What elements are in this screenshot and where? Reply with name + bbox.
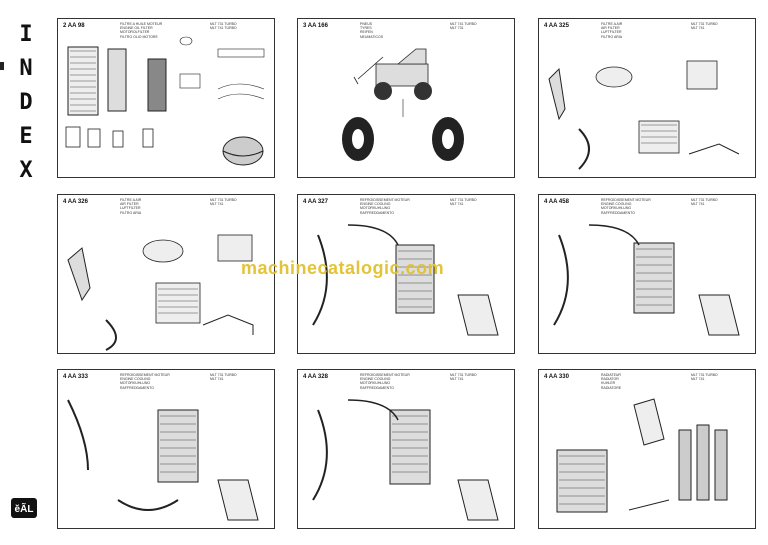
index-letter-1: I — [19, 22, 33, 47]
parts-drawing — [556, 398, 728, 513]
index-column: I N D E X ĕÃL — [0, 0, 50, 545]
manufacturer-logo-icon: ĕÃL — [11, 498, 37, 518]
watermark-text: machinecatalogic.com — [241, 258, 445, 278]
parts-drawing — [553, 224, 740, 336]
page-code: 4 AA 330 — [544, 374, 569, 380]
svg-text:ĕÃL: ĕÃL — [15, 502, 34, 515]
parts-drawing — [342, 48, 464, 161]
page-code: 3 AA 166 — [303, 23, 328, 29]
parts-drawing — [548, 60, 740, 170]
index-letter-3: D — [19, 90, 33, 115]
page-code: 4 AA 333 — [63, 374, 88, 380]
page-code: 4 AA 326 — [63, 199, 88, 205]
index-letter-5: X — [19, 158, 33, 183]
parts-drawing — [67, 234, 254, 351]
parts-drawing — [67, 399, 259, 521]
page-code: 4 AA 328 — [303, 374, 328, 380]
parts-drawing — [312, 224, 499, 336]
parts-drawing — [65, 36, 265, 166]
index-letter-4: E — [19, 124, 33, 149]
page-code: 4 AA 325 — [544, 23, 569, 29]
page-edge-mark — [0, 62, 4, 70]
page-code: 4 AA 458 — [544, 199, 569, 205]
index-letter-2: N — [19, 56, 33, 81]
page-code: 2 AA 98 — [63, 23, 85, 29]
parts-drawing — [312, 399, 499, 521]
page-code: 4 AA 327 — [303, 199, 328, 205]
